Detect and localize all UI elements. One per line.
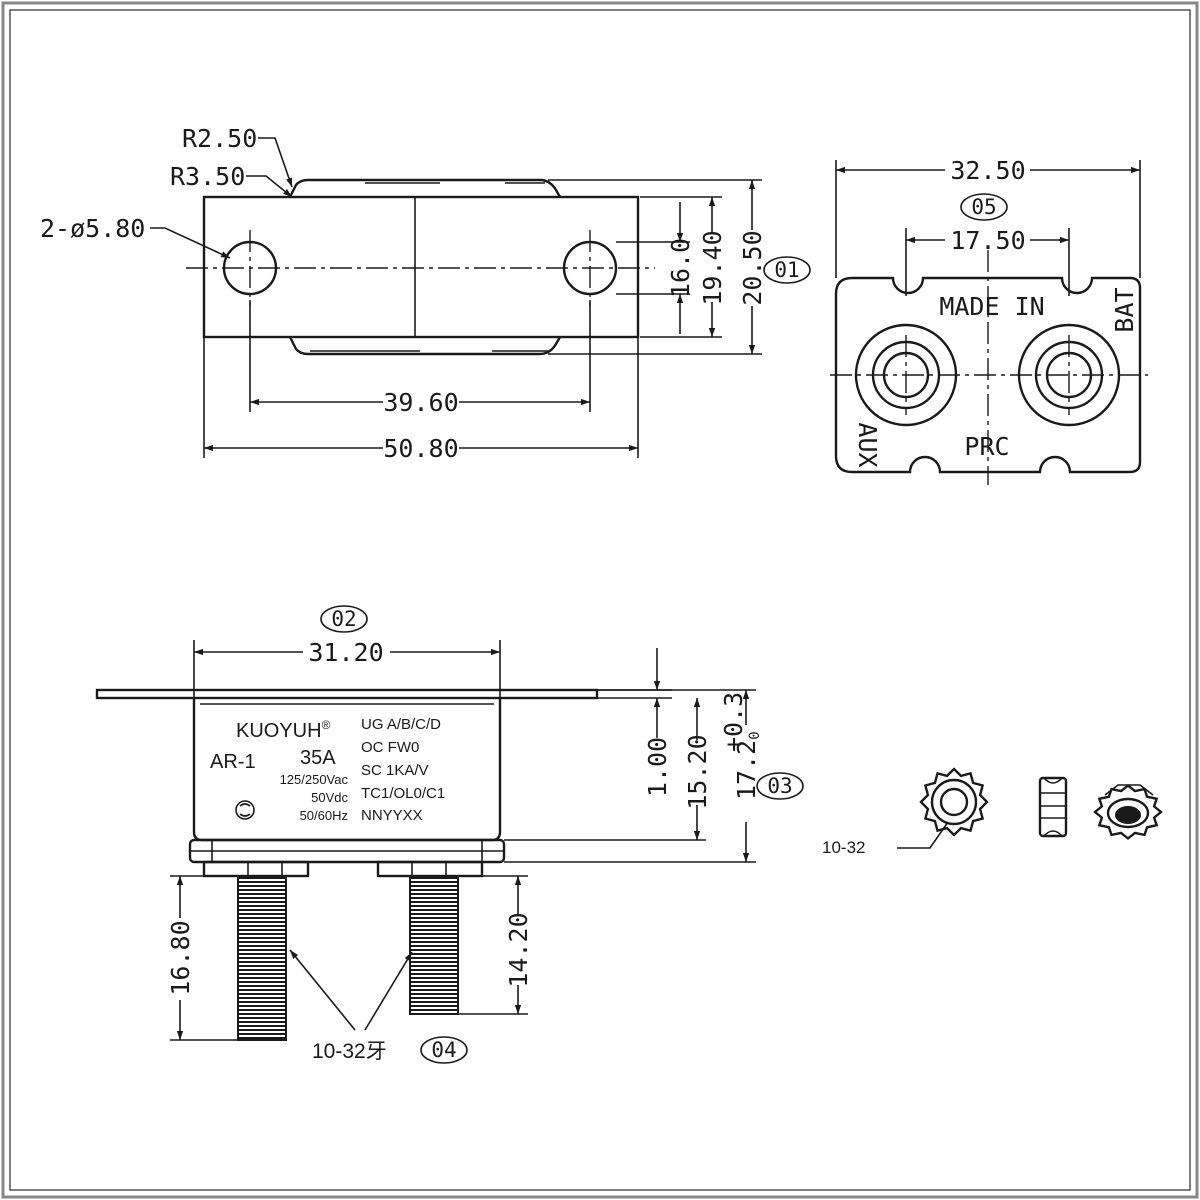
radius-2-50-label: R2.50 (182, 124, 257, 153)
aux-text: AUX (853, 422, 882, 467)
balloon-04-text: 04 (431, 1038, 456, 1062)
dim-1-00: 1.00 (643, 737, 672, 797)
dim-15-20: 15.20 (683, 734, 712, 809)
side-view: KUOYUH® AR-1 35A 125/250Vac 50Vdc 50/60H… (95, 605, 804, 1064)
balloon-05-text: 05 (971, 195, 996, 219)
dim-17-2: 17.20 (732, 731, 763, 800)
radius-3-50-label: R3.50 (170, 162, 245, 191)
top-body-upper (288, 178, 562, 198)
dim-16-0: 16.0 (666, 238, 695, 298)
dim-16-80: 16.80 (166, 920, 195, 995)
rating-text: 35A (300, 747, 336, 769)
hole-diameter-label: 2-ø5.80 (40, 214, 145, 243)
serrated-nut-face (919, 767, 989, 837)
threaded-stud-left (237, 875, 287, 1041)
balloon-03 (756, 772, 804, 800)
dim-17-2-upper-tol: +0.3 (719, 692, 748, 752)
bat-text: BAT (1110, 287, 1139, 332)
dim-20-50: 20.50 (738, 230, 767, 305)
code-line-1: UG A/B/C/D (361, 716, 441, 733)
top-body-lower (288, 336, 562, 356)
balloon-04 (420, 1036, 468, 1064)
balloon-05 (960, 193, 1008, 221)
nut-side-view (1038, 776, 1068, 838)
top-view: R2.50 R3.50 2-ø5.80 16.0 19.40 20.50 01 … (40, 124, 811, 463)
certification-mark-icon (235, 800, 255, 820)
code-line-4: TC1/OL0/C1 (361, 785, 445, 802)
dim-19-40: 19.40 (698, 230, 727, 305)
rating-line-2: 50Vdc (311, 790, 348, 805)
threaded-stud-right (409, 875, 459, 1015)
balloon-02-text: 02 (331, 607, 356, 631)
thread-callout: 10-32牙 (312, 1040, 387, 1063)
nut-callout: 10-32 (822, 838, 865, 857)
code-line-3: SC 1KA/V (361, 762, 429, 779)
made-in-text: MADE IN (939, 292, 1044, 321)
dim-14-20: 14.20 (504, 912, 533, 987)
mounting-plate (202, 195, 640, 339)
end-view-body (834, 276, 1142, 474)
terminal-boss-left (202, 860, 310, 878)
brand-text: KUOYUH® (236, 718, 331, 742)
nut-isometric-view (1093, 784, 1163, 840)
balloon-03-text: 03 (767, 774, 792, 798)
terminal-boss-right (376, 860, 484, 878)
rating-line-1: 125/250Vac (280, 772, 349, 787)
end-view: MADE IN BAT AUX PRC 32.50 05 17.50 (830, 156, 1148, 485)
code-line-2: OC FW0 (361, 739, 419, 756)
dim-31-20: 31.20 (308, 638, 383, 667)
dim-17-50: 17.50 (950, 226, 1025, 255)
dim-32-50: 32.50 (950, 156, 1025, 185)
rating-line-3: 50/60Hz (300, 808, 348, 823)
side-mounting-plate (95, 688, 599, 700)
nut-detail: 10-32 (822, 767, 1163, 857)
balloon-01 (763, 256, 811, 284)
balloon-01-text: 01 (774, 258, 799, 282)
prc-text: PRC (964, 432, 1009, 461)
drawing-inner-frame (9, 9, 1191, 1191)
model-text: AR-1 (210, 751, 256, 773)
code-line-5: NNYYXX (361, 807, 423, 824)
dim-39-60: 39.60 (383, 388, 458, 417)
dim-50-80: 50.80 (383, 434, 458, 463)
balloon-02 (320, 605, 368, 633)
